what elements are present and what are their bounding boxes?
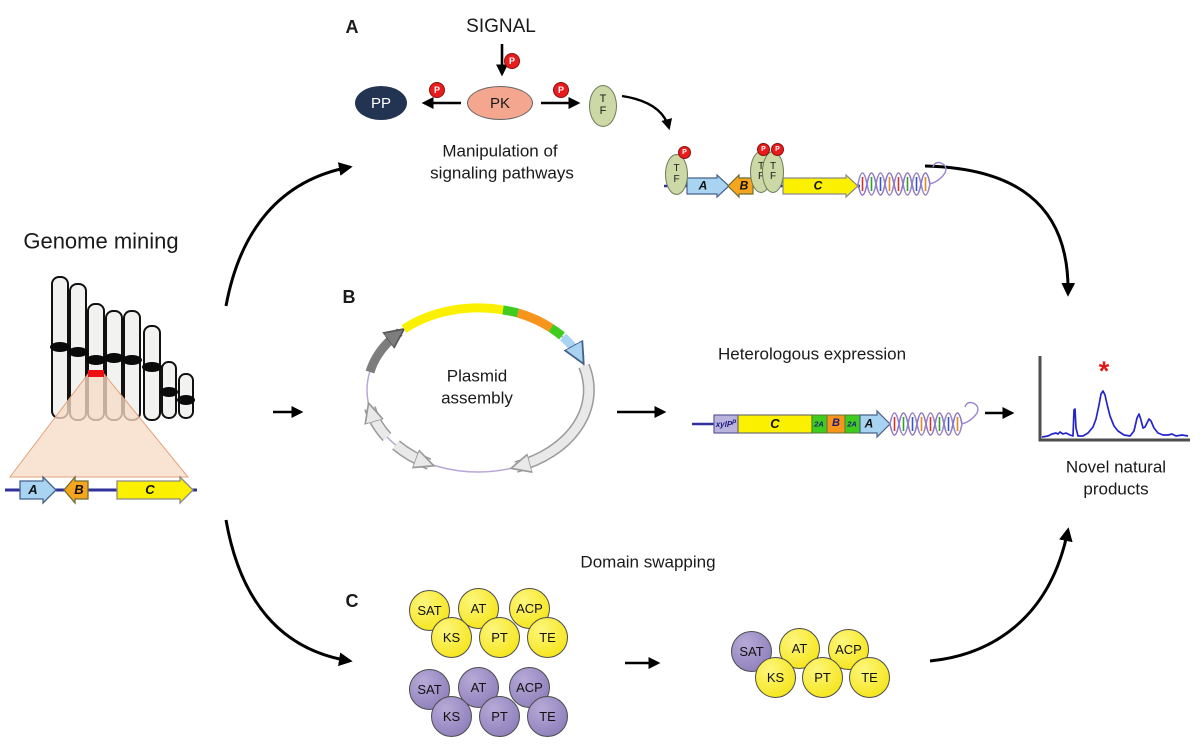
phosphate-icon: P: [757, 143, 770, 156]
construct-gene-b-label: B: [832, 417, 840, 430]
locus-band: [88, 370, 104, 377]
domain-pt: PT: [802, 657, 843, 698]
heterologous-expression-title: Heterologous expression: [717, 344, 907, 364]
gene-c-label: C: [145, 481, 155, 497]
panel-a-label: A: [345, 16, 359, 37]
tf-letter-f: F: [599, 105, 607, 117]
kinase-node: PK: [467, 86, 533, 120]
signal-label: SIGNAL: [466, 16, 536, 38]
transcription-factor-node: T F: [589, 85, 617, 127]
panel-a-caption-line2: signaling pathways: [430, 163, 574, 183]
output-caption-line1: Novel natural: [1065, 457, 1167, 477]
gene-c-label: C: [813, 178, 823, 193]
domain-te: TE: [527, 617, 568, 658]
domain-pt: PT: [479, 696, 520, 737]
phosphatase-label: PP: [370, 94, 391, 112]
output-caption-line2: products: [1083, 479, 1149, 499]
gene-b-label: B: [74, 481, 84, 497]
domain-sat: SAT: [409, 590, 450, 631]
gene-b-label: B: [739, 178, 749, 193]
domain-sat-swapped: SAT: [731, 631, 772, 672]
novel-peak-marker: *: [1098, 356, 1110, 387]
domain-pt: PT: [479, 617, 520, 658]
expression-construct: [692, 409, 891, 439]
signaling-arrows: [421, 44, 673, 131]
phosphate-icon: P: [504, 53, 520, 69]
plasmid-caption-line2: assembly: [441, 388, 513, 408]
mined-gene-cluster: [5, 475, 197, 505]
centromeres: [50, 342, 195, 405]
domain-te: TE: [849, 657, 890, 698]
gene-a-label: A: [698, 178, 708, 193]
domain-ks: KS: [755, 657, 796, 698]
genome-mining-title: Genome mining: [23, 228, 179, 254]
phosphate-icon: P: [553, 82, 569, 98]
construct-gene-a-label: A: [864, 416, 874, 431]
domain-ks: KS: [431, 696, 472, 737]
chromatogram: [1038, 356, 1190, 442]
flow-arrows: [224, 162, 1076, 669]
tf-letter-t: T: [599, 93, 607, 106]
construct-gene-c-label: C: [770, 415, 780, 431]
phosphate-icon: P: [429, 82, 445, 98]
domain-swapping-title: Domain swapping: [580, 552, 716, 572]
domain-ks: KS: [431, 617, 472, 658]
phosphate-icon: P: [771, 143, 784, 156]
plasmid-map: [367, 303, 595, 472]
panel-c-label: C: [345, 590, 359, 611]
phosphate-icon: P: [678, 146, 691, 159]
linker-2a-label: 2A: [814, 419, 824, 429]
phosphatase-node: PP: [355, 86, 407, 120]
panel-a-caption-line1: Manipulation of: [442, 141, 558, 161]
linker-2a-label: 2A: [847, 419, 857, 429]
panel-b-label: B: [342, 286, 356, 307]
kinase-label: PK: [489, 94, 510, 112]
gene-a-label: A: [28, 481, 38, 497]
domain-te: TE: [527, 696, 568, 737]
promoter-label: xylPp: [715, 418, 737, 429]
plasmid-caption-line1: Plasmid: [446, 366, 508, 386]
